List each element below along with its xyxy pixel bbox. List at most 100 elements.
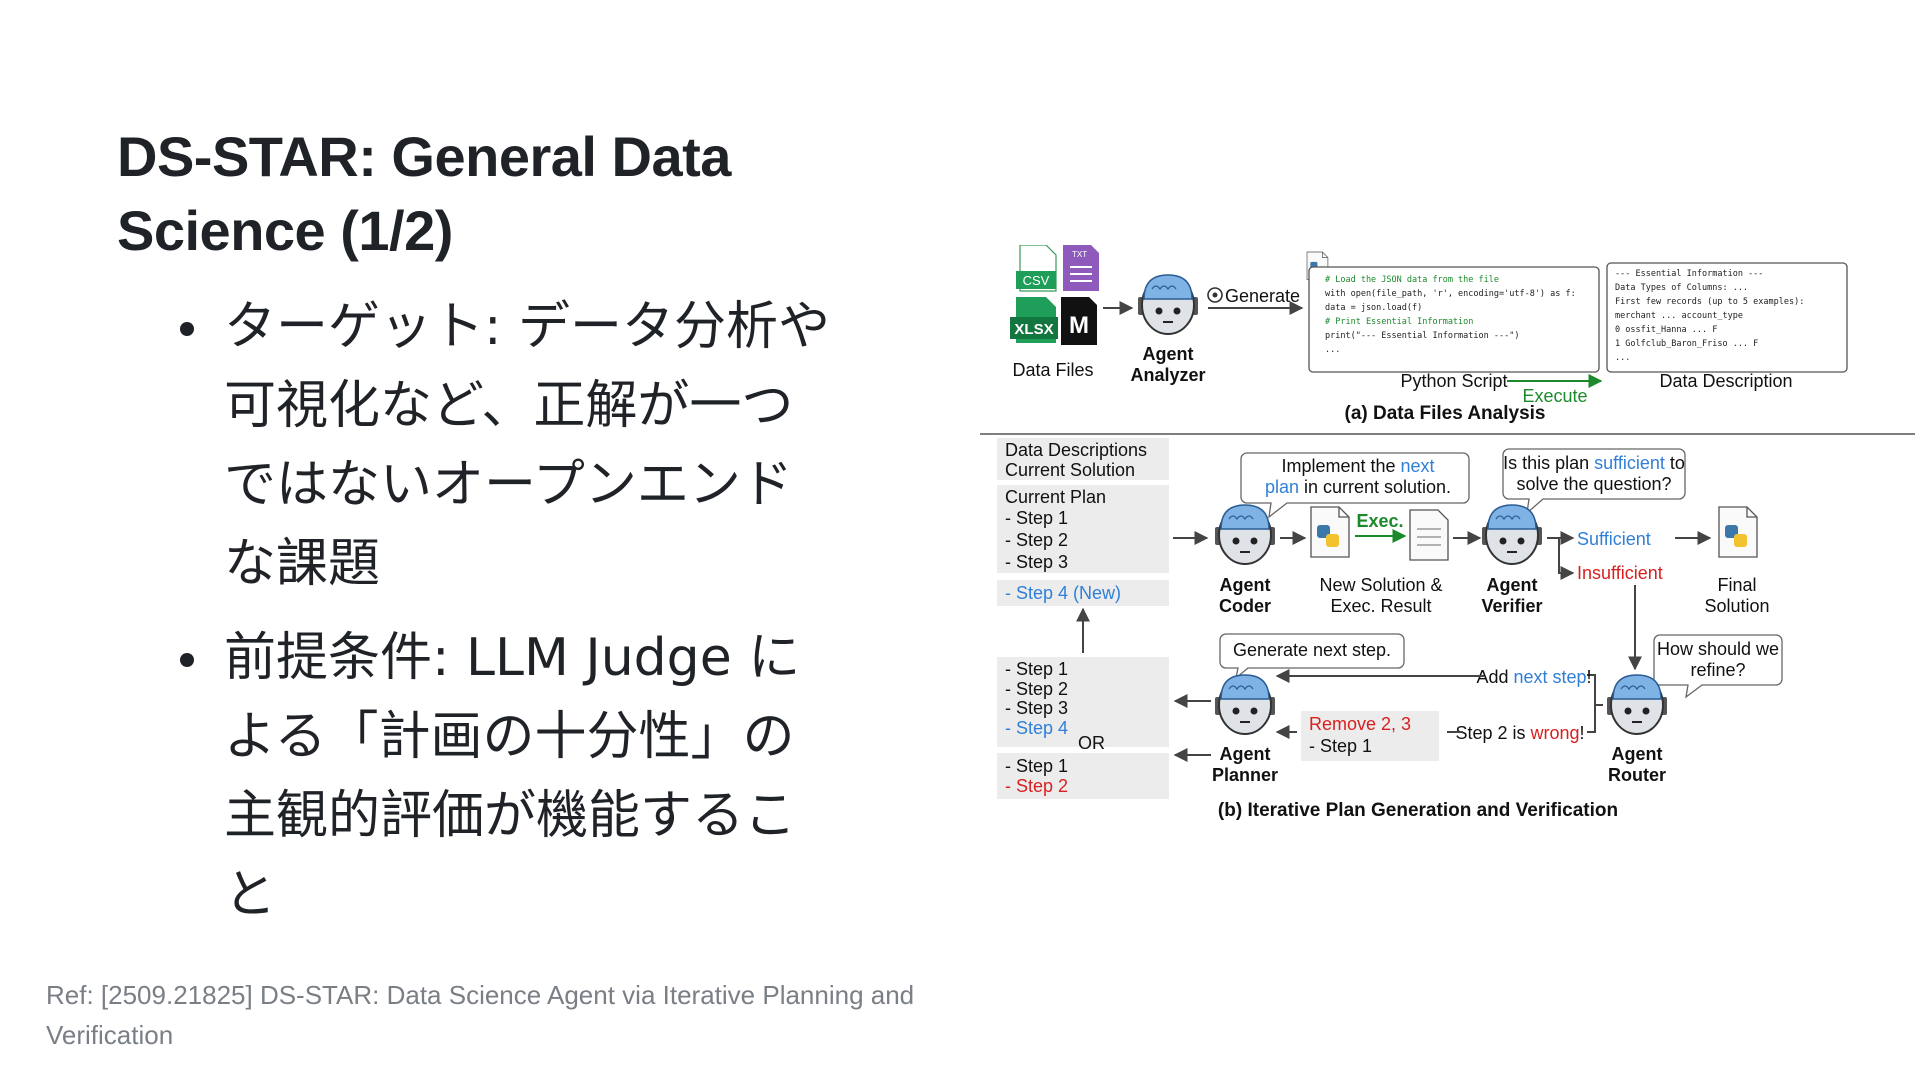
desc-line: 0 ossfit_Hanna ... F <box>1615 325 1717 335</box>
final-solution-label: Final <box>1717 575 1756 595</box>
figure-svg: CSV TXT XLSX M Data Files Agent Analyzer… <box>980 245 1915 821</box>
xlsx-file-icon: XLSX <box>1010 297 1058 343</box>
or-label: OR <box>1078 733 1105 753</box>
bubble-highlight: plan <box>1265 477 1299 497</box>
bullet-dot-icon <box>180 653 194 667</box>
bullet-precondition: 前提条件: LLM Judge による「計画の十分性」の主観的評価が機能すること <box>178 619 843 935</box>
code-line: data = json.load(f) <box>1325 303 1422 313</box>
data-description-box <box>1606 262 1848 373</box>
agent-analyzer-icon <box>1137 274 1199 335</box>
desc-line: First few records (up to 5 examples): <box>1615 297 1804 307</box>
route-text: ! <box>1587 667 1592 687</box>
execute-label: Execute <box>1522 386 1587 406</box>
coder-speech-bubble: Implement the next plan in current solut… <box>1240 452 1470 519</box>
router-bubble-line: refine? <box>1690 660 1745 680</box>
new-solution-label: New Solution & <box>1319 575 1442 595</box>
router-name: Agent <box>1612 744 1663 764</box>
trunc-step-wrong: - Step 2 <box>1005 776 1068 796</box>
verifier-speech-bubble: Is this plan sufficient to solve the que… <box>1502 448 1686 515</box>
verifier-role: Verifier <box>1481 596 1542 616</box>
data-description-label: Data Description <box>1659 371 1792 391</box>
ds-star-figure: CSV TXT XLSX M Data Files Agent Analyzer… <box>975 245 1920 865</box>
insufficient-label: Insufficient <box>1577 563 1663 583</box>
agent-planner-icon <box>1214 674 1276 735</box>
coder-bubble-line2: plan in current solution. <box>1265 477 1451 497</box>
code-lines: # Load the JSON data from the file with … <box>1325 275 1576 355</box>
exec-result-doc-icon <box>1409 509 1449 561</box>
next-step-4: - Step 4 <box>1005 718 1068 738</box>
route-text: ! <box>1580 723 1585 743</box>
desc-line: 1 Golfclub_Baron_Friso ... F <box>1615 339 1758 349</box>
csv-label: CSV <box>1023 273 1050 288</box>
txt-label: TXT <box>1072 250 1087 259</box>
router-bubble-line: How should we <box>1657 639 1779 659</box>
next-step: - Step 1 <box>1005 659 1068 679</box>
coder-name: Agent <box>1220 575 1271 595</box>
csv-file-icon: CSV <box>1016 245 1057 292</box>
bullet-dot-icon <box>180 322 194 336</box>
route-text: Step 2 is <box>1455 723 1530 743</box>
bullet-list: ターゲット: データ分析や可視化など、正解が一つではないオープンエンドな課題 前… <box>178 288 843 950</box>
desc-line: --- Essential Information --- <box>1615 269 1763 279</box>
code-line: ... <box>1325 345 1340 355</box>
new-solution-python-icon <box>1310 506 1350 558</box>
panel-header-line: Current Solution <box>1005 460 1135 480</box>
bubble-text: to <box>1665 453 1685 473</box>
final-solution-label: Solution <box>1704 596 1769 616</box>
desc-line: merchant ... account_type <box>1615 311 1743 321</box>
description-lines: --- Essential Information --- Data Types… <box>1615 269 1804 363</box>
plan-title: Current Plan <box>1005 487 1106 507</box>
next-step: - Step 2 <box>1005 679 1068 699</box>
code-line: # Print Essential Information <box>1325 317 1473 327</box>
xlsx-label: XLSX <box>1014 321 1053 338</box>
caption-a: (a) Data Files Analysis <box>1345 403 1546 424</box>
analyzer-role: Analyzer <box>1130 365 1205 385</box>
route-highlight: next step <box>1513 667 1586 687</box>
final-solution-python-icon <box>1718 506 1758 558</box>
planner-role: Planner <box>1212 765 1278 785</box>
openai-icon <box>1207 287 1223 303</box>
python-script-label: Python Script <box>1400 371 1507 391</box>
next-step: - Step 3 <box>1005 698 1068 718</box>
code-line: with open(file_path, 'r', encoding='utf-… <box>1325 289 1576 299</box>
planner-bubble-text: Generate next step. <box>1233 640 1391 660</box>
remove-steps-label: Remove 2, 3 <box>1309 714 1411 734</box>
trunc-step: - Step 1 <box>1005 756 1068 776</box>
remove-kept-step: - Step 1 <box>1309 736 1372 756</box>
md-label: M <box>1069 312 1089 339</box>
left-state-panel: Data Descriptions Current Solution Curre… <box>997 438 1169 799</box>
bubble-highlight: sufficient <box>1594 453 1665 473</box>
route-text: Add <box>1476 667 1513 687</box>
new-solution-label: Exec. Result <box>1330 596 1431 616</box>
plan-step: - Step 1 <box>1005 508 1068 528</box>
desc-line: ... <box>1615 353 1630 363</box>
planner-name: Agent <box>1220 744 1271 764</box>
router-role: Router <box>1608 765 1666 785</box>
agent-router-icon <box>1606 674 1668 735</box>
bullet-text: ターゲット: データ分析や可視化など、正解が一つではないオープンエンドな課題 <box>224 297 831 594</box>
markdown-file-icon: M <box>1061 297 1097 345</box>
step2-wrong-label: Step 2 is wrong! <box>1455 723 1584 743</box>
txt-file-icon: TXT <box>1063 245 1099 291</box>
remove-steps-box <box>1301 711 1439 761</box>
sufficient-label: Sufficient <box>1577 529 1651 549</box>
bubble-highlight: next <box>1401 456 1435 476</box>
agent-verifier-icon <box>1481 504 1543 565</box>
route-highlight: wrong <box>1530 723 1580 743</box>
bubble-text: in current solution. <box>1299 477 1451 497</box>
coder-bubble-line1: Implement the next <box>1281 456 1434 476</box>
exec-label: Exec. <box>1356 511 1403 531</box>
bubble-text: Implement the <box>1281 456 1400 476</box>
panel-header-line: Data Descriptions <box>1005 440 1147 460</box>
desc-line: Data Types of Columns: ... <box>1615 283 1748 293</box>
slide-title: DS-STAR: General Data Science (1/2) <box>117 125 731 262</box>
plan-step: - Step 3 <box>1005 552 1068 572</box>
add-next-step-label: Add next step! <box>1476 667 1591 687</box>
new-step: - Step 4 (New) <box>1005 583 1121 603</box>
coder-role: Coder <box>1219 596 1271 616</box>
verifier-bubble-line2: solve the question? <box>1516 474 1671 494</box>
plan-step: - Step 2 <box>1005 530 1068 550</box>
reference-citation: Ref: [2509.21825] DS-STAR: Data Science … <box>46 980 915 1050</box>
generate-label: Generate <box>1225 286 1300 306</box>
bullet-target: ターゲット: データ分析や可視化など、正解が一つではないオープンエンドな課題 <box>178 288 843 604</box>
